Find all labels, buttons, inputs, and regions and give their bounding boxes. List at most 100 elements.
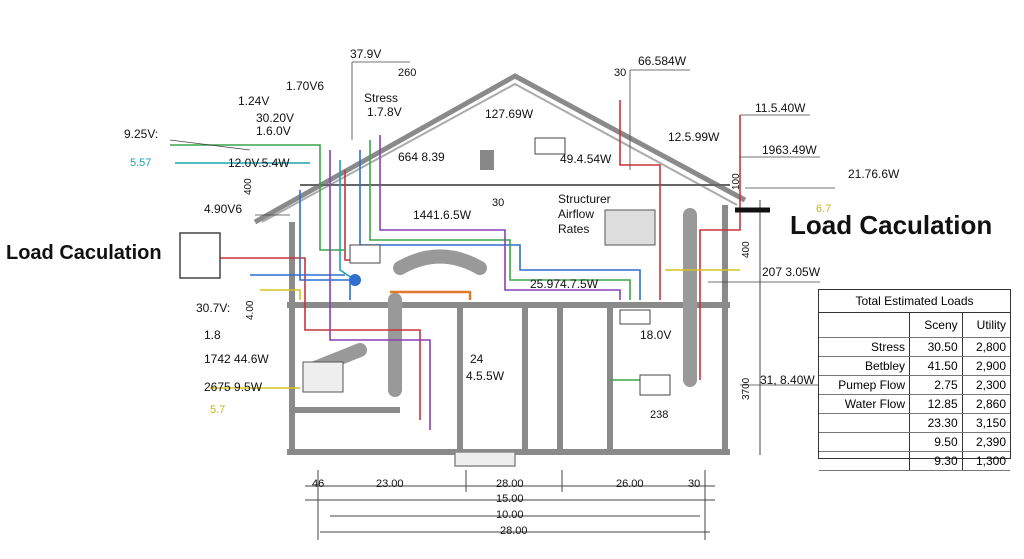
center-note-1: Structurer (558, 192, 611, 206)
right-title: Load Caculation (790, 210, 993, 240)
callout: 1.70V6 (286, 79, 325, 93)
cell: 2,860 (961, 394, 1010, 414)
callout: 21.76.6W (848, 167, 900, 181)
callout: 11.5.40W (755, 101, 806, 115)
row-label: Betbley (819, 356, 910, 376)
callout: 238 (650, 409, 669, 421)
manifold-box (349, 244, 381, 264)
callout: 37.9V (350, 47, 382, 61)
cell: 2,900 (961, 356, 1010, 376)
cell: 2.75 (909, 375, 963, 395)
callout: 2675 9.5W (204, 380, 263, 394)
header-cell (819, 312, 910, 338)
dimension: 26.00 (616, 478, 644, 490)
callout: 12.0V.5.4W (228, 156, 290, 170)
cell: 12.85 (909, 394, 963, 414)
callout: 100 (731, 173, 742, 190)
pipes-red (180, 100, 741, 420)
pipes-orange (390, 290, 472, 300)
callout: 31, 8.40W (760, 373, 815, 387)
callout: 127.69W (485, 107, 534, 121)
leader-lines (169, 61, 835, 386)
table-title: Total Estimated Loads (819, 290, 1010, 313)
row-label (819, 451, 910, 471)
callout: 1.24V (238, 94, 270, 108)
row-label (819, 432, 910, 452)
cell: 23.30 (909, 413, 963, 433)
callout: 1963.49W (762, 143, 817, 157)
pipes-purple (329, 135, 621, 430)
ductwork (303, 208, 697, 397)
callout: 260 (398, 67, 417, 79)
callout: 4.5.5W (466, 369, 505, 383)
callout: 18.0V (640, 328, 672, 342)
callout: 24 (470, 352, 484, 366)
pipes-yellow (210, 269, 740, 389)
air-handler (604, 209, 656, 246)
callout: 66.584W (638, 54, 687, 68)
callout: 49.4.54W (560, 152, 612, 166)
callout: 4.90V6 (204, 202, 243, 216)
left-unit (179, 232, 221, 279)
roof-unit (534, 137, 566, 155)
pump-dot (349, 274, 361, 286)
cell: 30.50 (909, 337, 963, 357)
cell: 2,390 (961, 432, 1010, 452)
callout: 1.6.0V (256, 124, 291, 138)
callout: 400 (243, 178, 254, 195)
callout: 1.8 (204, 328, 221, 342)
cell: 1,300 (961, 451, 1010, 471)
cell: 2,300 (961, 375, 1010, 395)
callout: 1742 44.6W (204, 352, 269, 366)
callout: 664 8.39 (398, 150, 445, 164)
duct-elbow (302, 361, 344, 393)
dimension: 23.00 (376, 478, 404, 490)
center-note-3: Rates (558, 222, 590, 236)
callout: 1441.6.5W (413, 208, 472, 222)
row-label: Stress (819, 337, 910, 357)
header-cell: Sceny (909, 312, 963, 338)
callout: 5.7 (210, 404, 226, 416)
roof-fan (480, 150, 494, 170)
callout: 400 (741, 241, 752, 258)
dimension: 30 (688, 478, 701, 490)
dimension: 28.00 (500, 525, 528, 537)
total-loads-table: Total Estimated Loads Sceny Utility Stre… (818, 289, 1011, 471)
cell: 41.50 (909, 356, 963, 376)
roof (253, 73, 747, 225)
pipes-teal (175, 160, 356, 281)
cell: 2,800 (961, 337, 1010, 357)
callout: 12.5.99W (668, 130, 720, 144)
cell: 3,150 (961, 413, 1010, 433)
row-label: Water Flow (819, 394, 910, 414)
callout: 9.25V: (124, 127, 159, 141)
controller-box (639, 374, 671, 396)
door-step (454, 451, 516, 467)
row-label (819, 413, 910, 433)
dimension: 46 (312, 478, 325, 490)
dimension-lines (305, 200, 761, 540)
cell: 9.50 (909, 432, 963, 452)
callout: 1.7.8V (367, 105, 402, 119)
callout: 4.00 (245, 300, 256, 320)
header-cell: Utility (961, 312, 1010, 338)
callout: 30 (492, 197, 505, 209)
cell: 9.30 (909, 451, 963, 471)
dimension: 10.00 (496, 509, 524, 521)
callout: 5.57 (130, 157, 152, 169)
callout: 25.974.7.5W (530, 277, 599, 291)
callout: 6.7 (816, 203, 832, 215)
pipes-blue (250, 150, 641, 300)
left-title: Load Caculation (6, 242, 162, 264)
callout: 30.20V (256, 111, 295, 125)
dimension: 28.00 (496, 478, 524, 490)
